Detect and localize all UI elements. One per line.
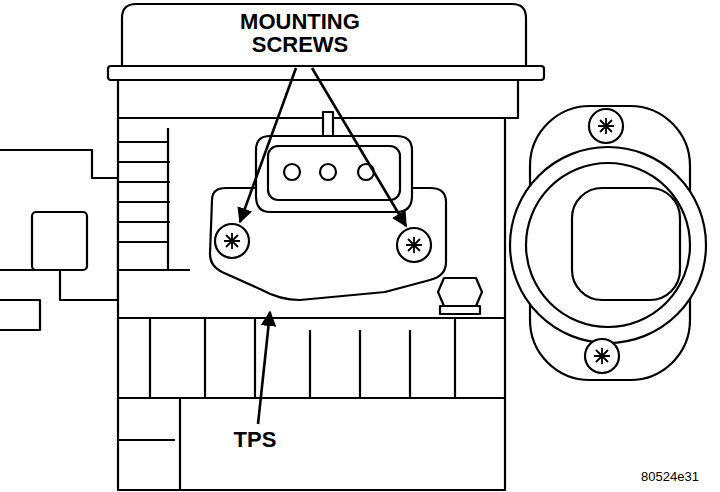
lower-ridge [118, 318, 505, 398]
leader-arrow [312, 68, 406, 226]
tps-connector [256, 136, 412, 212]
connector-socket [268, 146, 400, 200]
mounting-bracket [0, 150, 118, 300]
bracket-block [32, 212, 87, 270]
upper-housing [122, 4, 526, 72]
housing-lip [108, 66, 544, 80]
torx-recess [224, 233, 422, 253]
coupling-outer [510, 147, 706, 343]
connector-pin [284, 164, 300, 180]
callout-label: MOUNTING SCREWS [217, 10, 383, 56]
throttle-body [118, 118, 505, 490]
coupling-inner [526, 163, 690, 327]
torx-recess [594, 118, 614, 364]
cooling-fins [118, 128, 190, 270]
figure-id: 80524e31 [638, 470, 702, 484]
coupling-port [572, 188, 680, 300]
leader-arrow [240, 68, 296, 222]
bolt-flange [440, 306, 480, 314]
part-label: TPS [231, 428, 280, 451]
connector-pin [320, 164, 336, 180]
housing-band [118, 80, 518, 118]
lower-body-line [118, 398, 180, 490]
hex-bolt [438, 278, 482, 306]
lower-teeth [150, 318, 455, 398]
leader-arrow [258, 312, 270, 424]
bracket-edge [0, 300, 40, 330]
